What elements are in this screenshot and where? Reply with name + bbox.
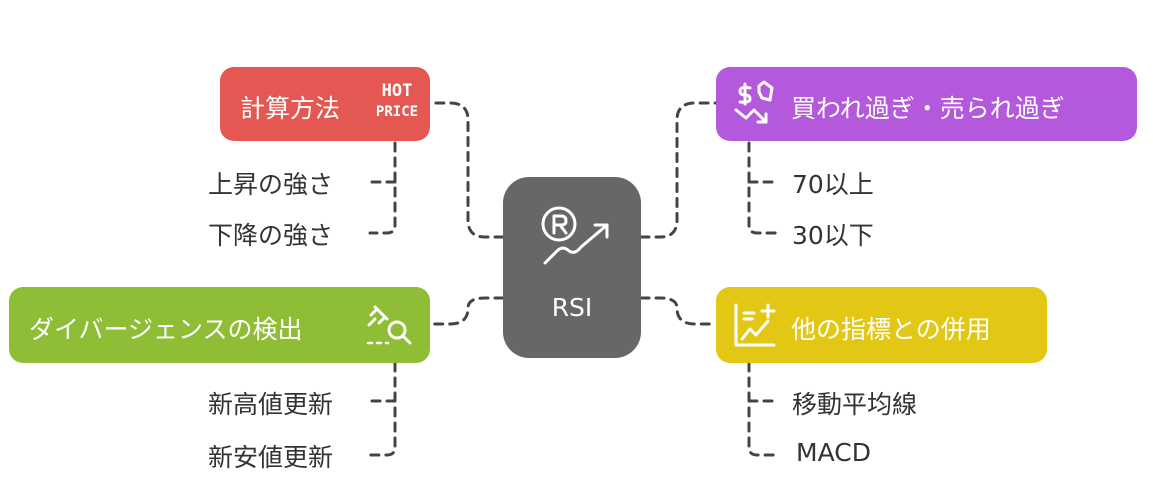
branch-divergence-label: ダイバージェンスの検出 [29,315,303,344]
branch-overbought-label: 買われ過ぎ・売られ過ぎ [791,94,1065,123]
link-combine-items [747,361,778,457]
link-combine [639,296,718,326]
price-text: PRICE [375,104,419,120]
combine-item-1: 移動平均線 [792,390,918,419]
branch-combine-node[interactable]: 他の指標との併用 [716,287,1047,363]
magnifier-plug-icon [366,305,412,345]
branch-overbought-node[interactable]: 買われ過ぎ・売られ過ぎ [716,67,1137,141]
combine-item-2: MACD [796,438,871,467]
branch-calc-node[interactable]: 計算方法 HOT PRICE [220,67,430,141]
divergence-item-2: 新安値更新 [208,443,334,472]
calc-item-2: 下降の強さ [208,221,334,250]
link-overbought-items [747,141,778,235]
center-label: RSI [551,293,593,322]
overbought-item-1: 70以上 [792,170,874,199]
hot-text: HOT [381,81,413,101]
branch-calc-label: 計算方法 [240,94,341,123]
link-divergence [428,296,505,326]
branch-divergence-node[interactable]: ダイバージェンスの検出 [9,287,430,363]
link-calc [428,101,505,239]
link-calc-items [368,141,397,235]
branch-combine-label: 他の指標との併用 [791,315,991,344]
calc-item-1: 上昇の強さ [208,170,334,199]
link-overbought [639,101,718,239]
money-down-icon [734,80,774,124]
rsi-trend-icon [541,206,609,265]
link-divergence-items [368,361,397,457]
overbought-item-2: 30以下 [792,221,874,250]
center-node[interactable]: RSI [503,177,641,358]
divergence-item-1: 新高値更新 [208,390,334,419]
chart-plus-icon [734,303,776,347]
hot-price-icon: HOT PRICE [372,81,422,123]
